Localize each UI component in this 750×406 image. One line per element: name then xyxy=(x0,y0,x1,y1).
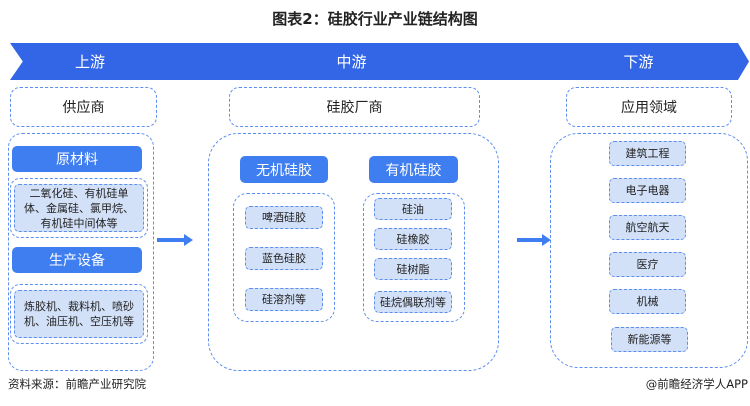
chart-title: 图表2：硅胶行业产业链结构图 xyxy=(272,10,478,28)
source-note: 资料来源：前瞻产业研究院 xyxy=(8,377,146,391)
list-item: 蓝色硅胶 xyxy=(245,247,323,270)
list-item: 硅树脂 xyxy=(374,258,452,280)
list-item: 航空航天 xyxy=(609,215,686,240)
group-head-raw-materials: 原材料 xyxy=(12,146,142,172)
stage-upstream-banner: 上游 xyxy=(10,43,170,80)
arrow-right-icon xyxy=(157,234,193,246)
list-item: 新能源等 xyxy=(611,327,688,352)
list-item: 建筑工程 xyxy=(609,141,686,166)
raw-materials-list: 二氧化硅、有机硅单体、金属硅、氯甲烷、有机硅中间体等 xyxy=(14,184,144,232)
application-box: 应用领域 xyxy=(566,87,732,127)
manufacturer-box: 硅胶厂商 xyxy=(229,87,480,127)
organic-group xyxy=(363,193,465,322)
list-item: 医疗 xyxy=(609,252,686,277)
stage-label: 中游 xyxy=(336,53,367,71)
equipment-group xyxy=(10,284,148,344)
upstream-container xyxy=(8,133,154,371)
group-head-equipment: 生产设备 xyxy=(12,247,142,273)
box-label: 硅胶厂商 xyxy=(326,100,383,116)
group-head-organic: 有机硅胶 xyxy=(369,156,458,183)
inorganic-group xyxy=(233,193,335,322)
equipment-list: 炼胶机、裁料机、喷砂机、油压机、空压机等 xyxy=(14,290,144,338)
downstream-container xyxy=(550,133,748,368)
list-item: 啤酒硅胶 xyxy=(245,206,323,229)
credit-note: @前瞻经济学人APP xyxy=(645,377,748,391)
arrow-right-icon xyxy=(517,234,551,246)
raw-materials-group xyxy=(10,178,148,238)
supplier-box: 供应商 xyxy=(10,87,157,127)
stage-label: 上游 xyxy=(74,53,105,71)
list-item: 硅溶剂等 xyxy=(245,288,323,311)
stage-midstream-banner: 中游 xyxy=(158,43,545,80)
group-head-inorganic: 无机硅胶 xyxy=(240,156,328,183)
box-label: 供应商 xyxy=(62,100,105,116)
box-label: 应用领域 xyxy=(621,100,677,116)
midstream-container xyxy=(208,133,499,371)
list-item: 硅橡胶 xyxy=(374,228,452,250)
list-item: 硅烷偶联剂等 xyxy=(374,291,452,313)
stage-downstream-banner: 下游 xyxy=(528,43,749,80)
list-item: 机械 xyxy=(609,289,686,314)
list-item: 电子电器 xyxy=(609,178,686,203)
list-item: 硅油 xyxy=(374,198,452,220)
stage-label: 下游 xyxy=(623,53,654,71)
